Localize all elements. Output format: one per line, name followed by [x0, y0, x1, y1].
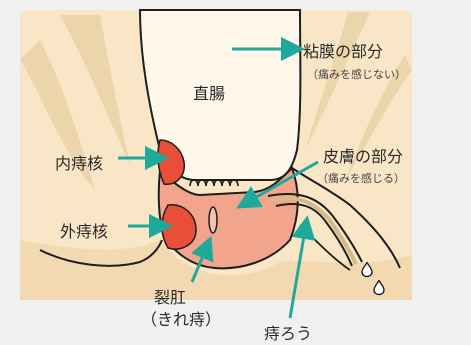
external-hemorrhoid-label: 外痔核: [60, 218, 108, 242]
anal-fissure-shape: [209, 207, 217, 233]
internal-hemorrhoid-label: 内痔核: [55, 150, 103, 174]
skin-note: （痛みを感じる）: [317, 170, 405, 186]
anal-fissure-note: （きれ痔）: [141, 306, 221, 330]
mucosa-note: （痛みを感じない）: [307, 66, 406, 82]
mucosa-label: 粘膜の部分: [303, 38, 383, 62]
anal-fissure-label: 裂肛: [154, 284, 186, 308]
anal-fistula-label: 痔ろう: [264, 320, 312, 344]
skin-label: 皮膚の部分: [323, 143, 403, 167]
rectum-label: 直腸: [193, 80, 225, 104]
